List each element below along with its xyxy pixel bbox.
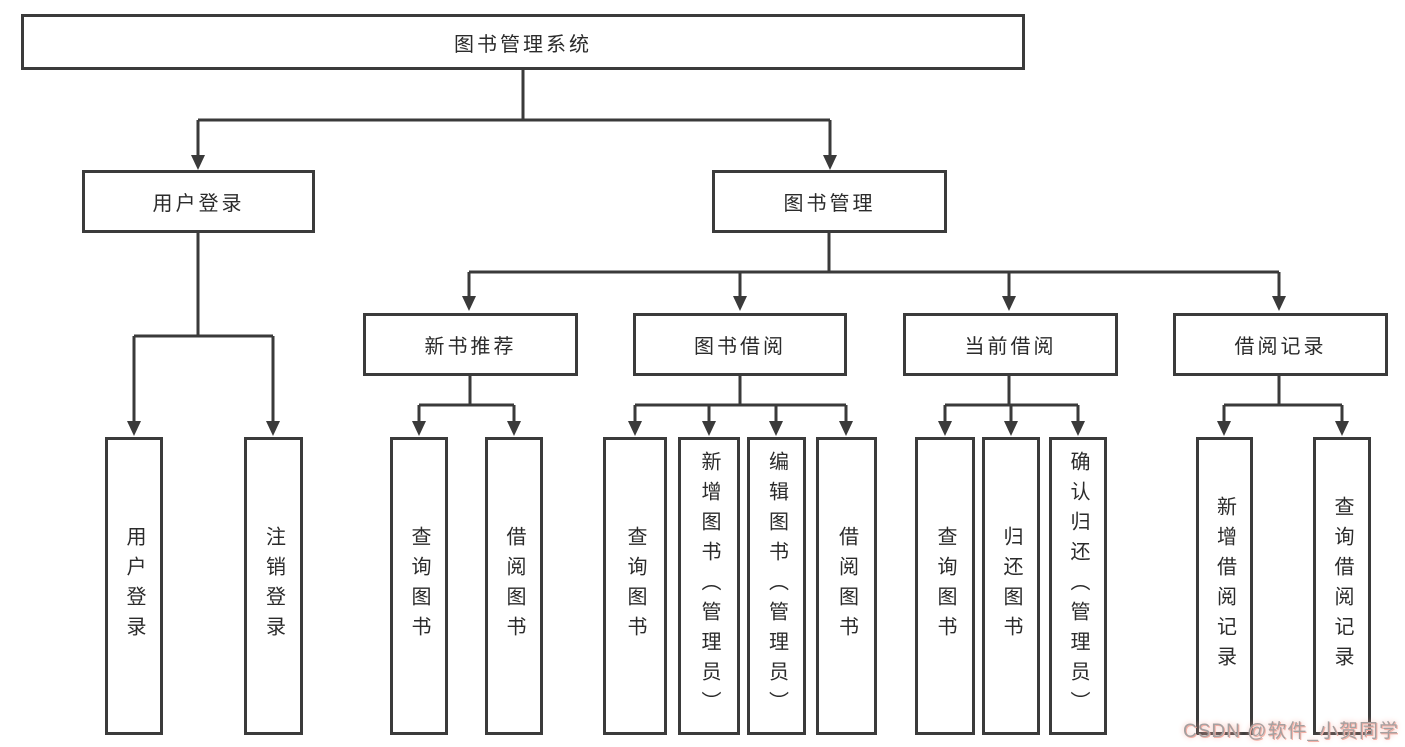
node-label: 新增图书（管理员） — [698, 451, 720, 721]
node-leaf-query-books-borrow: 查询图书 — [603, 437, 667, 735]
node-leaf-return-books: 归还图书 — [982, 437, 1040, 735]
node-leaf-borrow-books: 借阅图书 — [816, 437, 877, 735]
node-leaf-user-login: 用户登录 — [105, 437, 163, 735]
node-label: 借阅图书 — [835, 526, 858, 646]
node-label: 图书管理系统 — [454, 33, 592, 56]
node-user-login: 用户登录 — [82, 170, 315, 233]
node-book-borrow: 图书借阅 — [633, 313, 847, 376]
node-label: 查询图书 — [408, 526, 430, 646]
node-label: 借阅图书 — [503, 526, 525, 646]
node-leaf-query-borrow-record: 查询借阅记录 — [1313, 437, 1371, 735]
node-label: 编辑图书（管理员） — [765, 451, 788, 721]
node-current-borrow: 当前借阅 — [903, 313, 1118, 376]
node-label: 借阅记录 — [1234, 336, 1327, 358]
node-leaf-query-books-current: 查询图书 — [915, 437, 975, 735]
node-leaf-add-books-admin: 新增图书（管理员） — [678, 437, 740, 735]
node-leaf-edit-books-admin: 编辑图书（管理员） — [747, 437, 806, 735]
node-label: 用户登录 — [123, 526, 145, 646]
node-leaf-logout: 注销登录 — [244, 437, 303, 735]
node-borrow-records: 借阅记录 — [1173, 313, 1388, 376]
node-root-system: 图书管理系统 — [21, 14, 1025, 70]
node-label: 查询借阅记录 — [1331, 496, 1353, 676]
node-label: 图书管理 — [783, 193, 876, 215]
node-label: 当前借阅 — [964, 336, 1057, 358]
node-book-management: 图书管理 — [712, 170, 947, 233]
node-label: 图书借阅 — [694, 336, 786, 358]
node-label: 用户登录 — [152, 193, 245, 215]
node-label: 查询图书 — [934, 526, 956, 646]
node-label: 注销登录 — [262, 526, 285, 646]
watermark-text: CSDN @软件_小贺同学 — [1183, 721, 1399, 742]
node-label: 查询图书 — [624, 526, 646, 646]
node-leaf-add-borrow-record: 新增借阅记录 — [1196, 437, 1253, 735]
node-label: 新书推荐 — [424, 336, 517, 358]
node-label: 确认归还（管理员） — [1067, 451, 1089, 721]
node-new-book-recommend: 新书推荐 — [363, 313, 578, 376]
node-label: 归还图书 — [1000, 526, 1022, 646]
node-leaf-confirm-return-admin: 确认归还（管理员） — [1049, 437, 1107, 735]
node-leaf-borrow-books-recommend: 借阅图书 — [485, 437, 543, 735]
node-leaf-query-books-recommend: 查询图书 — [390, 437, 448, 735]
node-label: 新增借阅记录 — [1213, 496, 1236, 676]
